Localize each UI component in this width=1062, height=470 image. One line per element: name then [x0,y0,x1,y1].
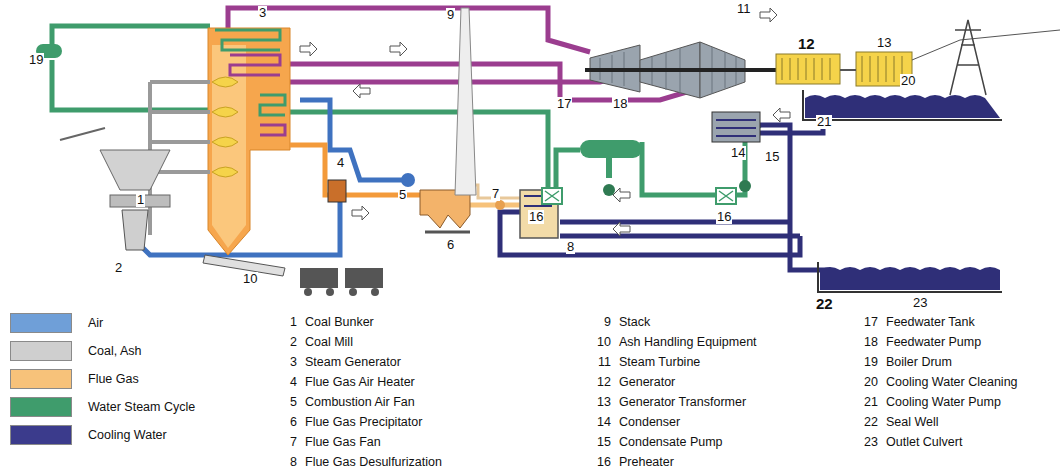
callout-number: 3 [258,6,267,20]
callout-number: 23 [912,296,928,310]
callout-number: 6 [446,238,455,252]
legend-swatch [10,313,72,333]
item-name: Feedwater Pump [886,336,981,350]
callout-number: 10 [242,272,258,286]
item-number: 1 [275,316,297,330]
item-number: 12 [589,376,611,390]
item-number: 10 [589,336,611,350]
callout-number: 21 [816,115,832,129]
item-number: 8 [275,456,297,470]
item-name: Steam Turbine [619,356,700,370]
item-name: Ash Handling Equipment [619,336,757,350]
item-number: 3 [275,356,297,370]
callout-number: 8 [566,240,575,254]
callout-number: 5 [398,188,407,202]
callout-number: 12 [797,36,816,53]
callout-number: 1 [136,193,145,207]
item-name: Preheater [619,456,674,470]
item-number: 9 [589,316,611,330]
legend-swatch [10,341,72,361]
item-number: 14 [589,416,611,430]
callout-number: 20 [900,74,916,88]
item-number: 22 [856,416,878,430]
item-number: 16 [589,456,611,470]
item-name: Coal Bunker [305,316,374,330]
item-number: 13 [589,396,611,410]
callout-number: 22 [815,296,834,313]
item-name: Outlet Culvert [886,436,962,450]
item-number: 6 [275,416,297,430]
item-name: Feedwater Tank [886,316,975,330]
legend-text: Coal, Ash [88,344,142,358]
legend-swatch [10,369,72,389]
item-name: Condensate Pump [619,436,723,450]
legend-text: Flue Gas [88,372,139,386]
item-number: 19 [856,356,878,370]
callout-number: 19 [28,53,44,67]
item-name: Condenser [619,416,680,430]
callout-number: 13 [876,36,892,50]
callout-number: 9 [446,8,455,22]
item-name: Stack [619,316,650,330]
item-name: Cooling Water Pump [886,396,1001,410]
item-name: Flue Gas Air Heater [305,376,415,390]
item-name: Steam Generator [305,356,401,370]
item-name: Cooling Water Cleaning [886,376,1018,390]
item-name: Boiler Drum [886,356,952,370]
legend-swatch [10,425,72,445]
callout-number: 16 [716,210,732,224]
legend-text: Air [88,316,103,330]
legend-swatch [10,397,72,417]
item-number: 20 [856,376,878,390]
item-number: 17 [856,316,878,330]
item-number: 7 [275,436,297,450]
callout-number: 18 [612,97,628,111]
callout-number: 7 [491,187,500,201]
item-name: Flue Gas Desulfurization [305,456,442,470]
callout-number: 2 [114,261,123,275]
legend-text: Cooling Water [88,428,167,442]
item-name: Seal Well [886,416,939,430]
item-name: Flue Gas Fan [305,436,381,450]
legend-text: Water Steam Cycle [88,400,195,414]
item-number: 2 [275,336,297,350]
callout-number: 11 [736,2,752,16]
item-name: Coal Mill [305,336,353,350]
item-name: Flue Gas Precipitator [305,416,422,430]
item-number: 15 [589,436,611,450]
item-number: 11 [589,356,611,370]
item-number: 23 [856,436,878,450]
item-number: 21 [856,396,878,410]
item-number: 5 [275,396,297,410]
callout-number: 17 [556,97,572,111]
item-name: Combustion Air Fan [305,396,415,410]
callout-number: 15 [764,150,780,164]
item-number: 18 [856,336,878,350]
item-name: Generator [619,376,675,390]
callout-number: 4 [336,156,345,170]
item-number: 4 [275,376,297,390]
callout-number: 14 [730,146,746,160]
callout-number: 16 [528,210,544,224]
item-name: Generator Transformer [619,396,746,410]
